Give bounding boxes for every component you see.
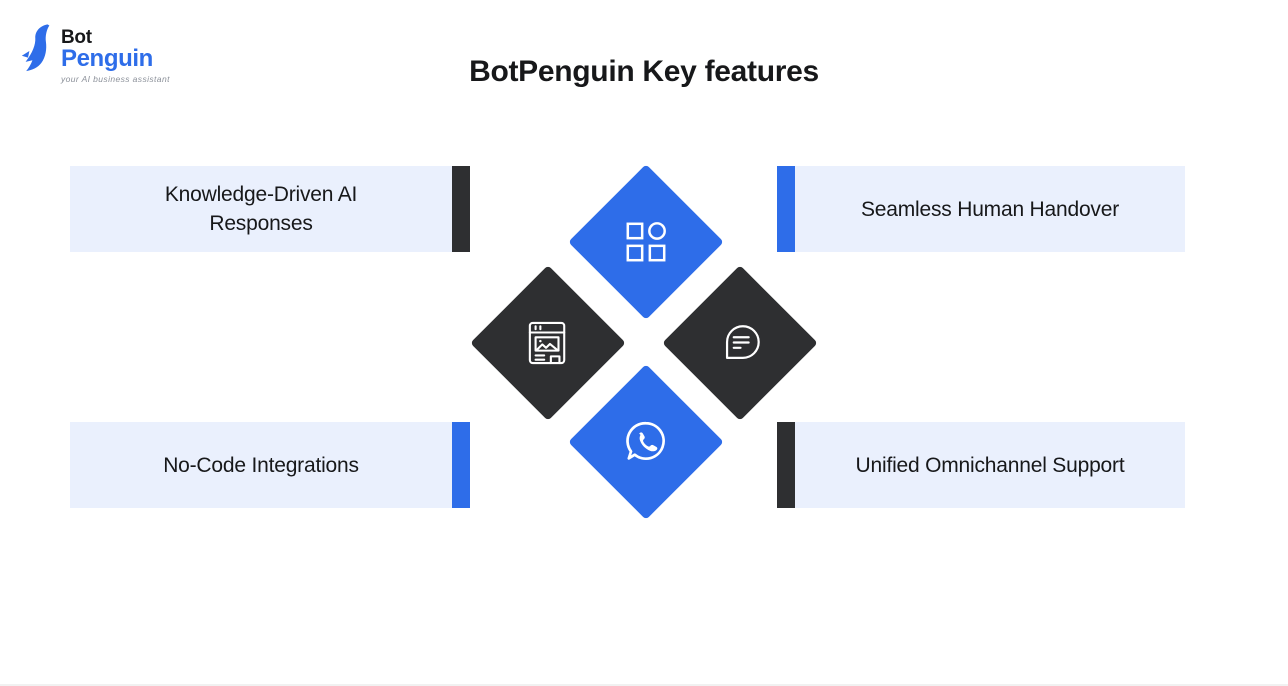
diamond-left	[470, 265, 626, 421]
diamond-bottom	[568, 364, 724, 520]
webpage-image-icon	[528, 321, 566, 365]
feature-panel: Seamless Human Handover	[795, 166, 1185, 252]
category-grid-icon	[626, 222, 666, 262]
accent-bar-blue	[452, 422, 470, 508]
page-title: BotPenguin Key features	[469, 55, 819, 88]
accent-bar-blue	[777, 166, 795, 252]
feature-label: Unified Omnichannel Support	[855, 453, 1125, 477]
feature-knowledge-driven-ai: Knowledge-Driven AI Responses	[70, 166, 470, 252]
logo-word-penguin: Penguin	[61, 45, 153, 72]
feature-label: No-Code Integrations	[163, 453, 359, 477]
botpenguin-logo: Bot Penguin your AI business assistant	[18, 22, 170, 84]
feature-label: Seamless Human Handover	[860, 197, 1120, 221]
chat-bubble-icon	[725, 325, 760, 359]
feature-label: Knowledge-Driven AI Responses	[164, 183, 358, 235]
penguin-icon	[21, 24, 50, 72]
feature-unified-omnichannel-support: Unified Omnichannel Support	[777, 422, 1185, 508]
accent-bar-dark	[452, 166, 470, 252]
diamond-top	[568, 164, 724, 320]
whatsapp-icon	[626, 421, 665, 460]
diamond-right	[662, 265, 818, 421]
feature-panel: No-Code Integrations	[70, 422, 452, 508]
feature-seamless-human-handover: Seamless Human Handover	[777, 166, 1185, 252]
logo-tagline: your AI business assistant	[61, 74, 170, 84]
feature-panel: Unified Omnichannel Support	[795, 422, 1185, 508]
feature-panel: Knowledge-Driven AI Responses	[70, 166, 452, 252]
logo-text: Bot Penguin your AI business assistant	[61, 22, 170, 84]
logo-word-bot: Bot	[61, 27, 92, 48]
accent-bar-dark	[777, 422, 795, 508]
feature-no-code-integrations: No-Code Integrations	[70, 422, 470, 508]
